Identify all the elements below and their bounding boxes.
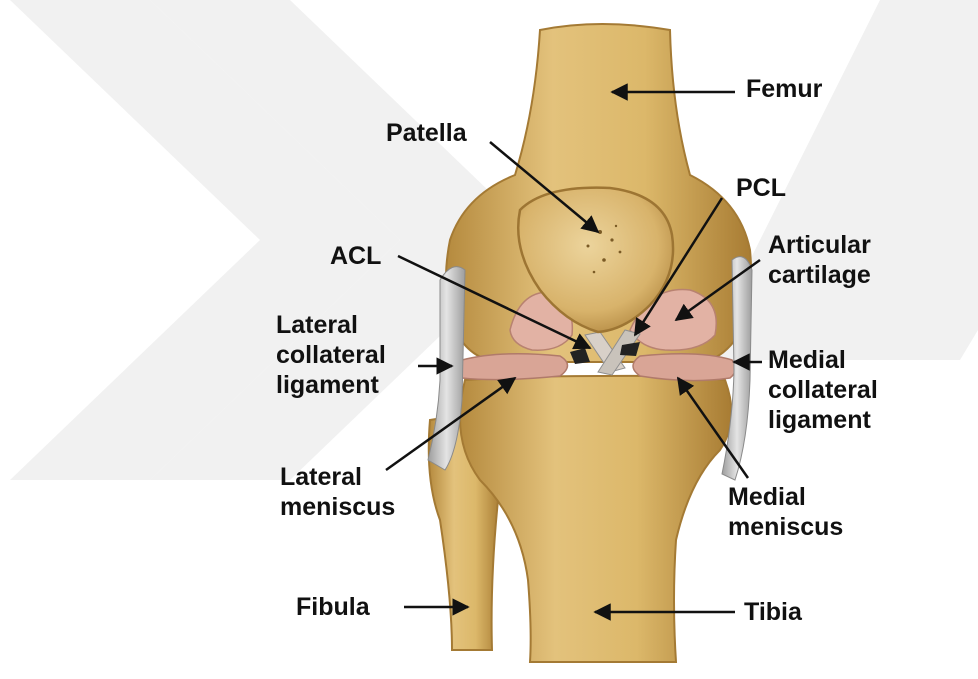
- label-lcl-line2: collateral: [276, 340, 386, 370]
- label-articular-cartilage-line1: Articular: [768, 230, 871, 260]
- medial-meniscus-shape: [633, 354, 736, 381]
- label-mcl-line3: ligament: [768, 405, 878, 435]
- label-medial-meniscus-line2: meniscus: [728, 512, 843, 542]
- label-pcl: PCL: [736, 173, 786, 203]
- label-lateral-meniscus-line2: meniscus: [280, 492, 395, 522]
- lateral-meniscus-shape: [457, 354, 568, 380]
- label-acl: ACL: [330, 241, 381, 271]
- label-fibula: Fibula: [296, 592, 370, 622]
- label-mcl-line2: collateral: [768, 375, 878, 405]
- label-mcl-line1: Medial: [768, 345, 878, 375]
- tibia-bone: [460, 376, 731, 662]
- label-lateral-meniscus-line1: Lateral: [280, 462, 395, 492]
- label-articular-cartilage-line2: cartilage: [768, 260, 871, 290]
- label-lateral-meniscus: Lateral meniscus: [280, 462, 395, 522]
- label-lcl-line1: Lateral: [276, 310, 386, 340]
- label-medial-collateral-ligament: Medial collateral ligament: [768, 345, 878, 435]
- label-medial-meniscus-line1: Medial: [728, 482, 843, 512]
- label-tibia: Tibia: [744, 597, 802, 627]
- label-medial-meniscus: Medial meniscus: [728, 482, 843, 542]
- label-lcl-line3: ligament: [276, 370, 386, 400]
- label-patella: Patella: [386, 118, 467, 148]
- label-articular-cartilage: Articular cartilage: [768, 230, 871, 290]
- label-lateral-collateral-ligament: Lateral collateral ligament: [276, 310, 386, 400]
- label-femur: Femur: [746, 74, 822, 104]
